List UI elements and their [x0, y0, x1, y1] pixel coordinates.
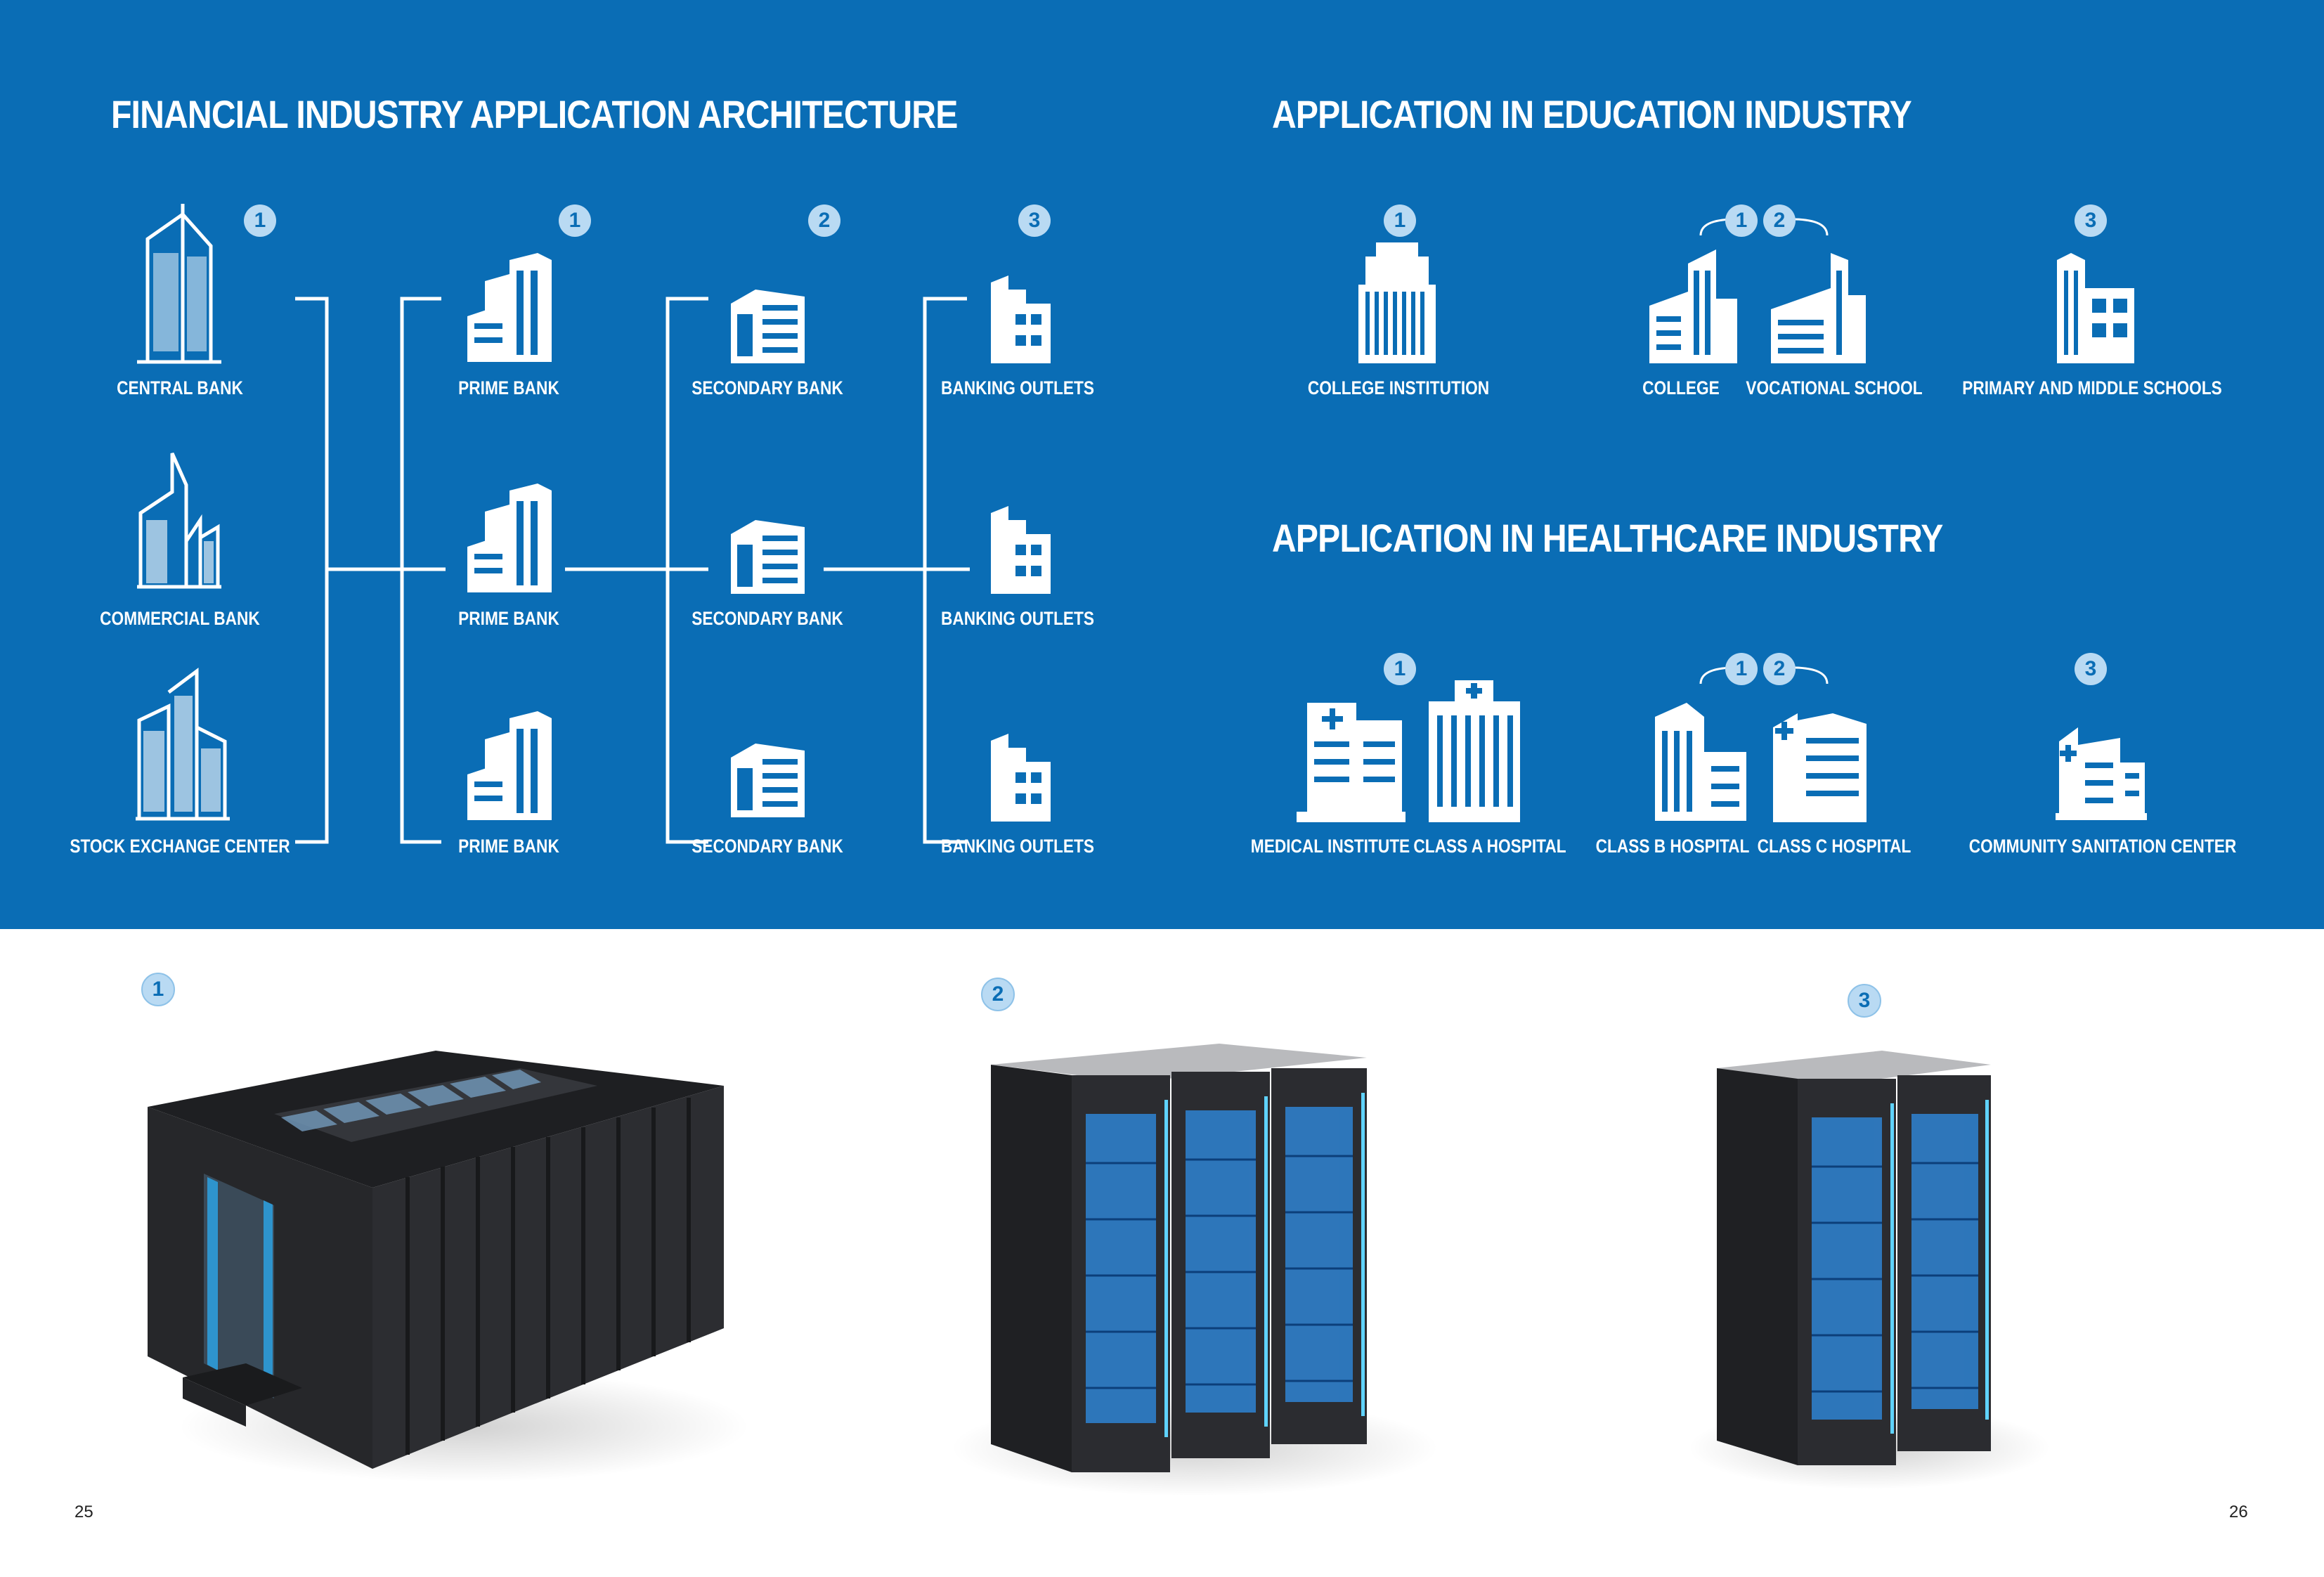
secondary-bank-icon — [731, 744, 805, 817]
commercial-bank-icon — [137, 452, 221, 589]
education-badge-schools: 3 — [2075, 205, 2107, 237]
label-commercial-bank: COMMERCIAL BANK — [100, 608, 260, 629]
blue-banner — [0, 0, 2324, 929]
label-secondary-bank: SECONDARY BANK — [692, 836, 843, 857]
three-cabinet-image — [991, 1044, 1367, 1472]
community-sanitation-icon — [2056, 727, 2147, 820]
label-banking-outlets: BANKING OUTLETS — [941, 608, 1094, 629]
primary-school-icon — [2057, 253, 2134, 363]
product-badge-2: 2 — [981, 978, 1015, 1011]
label-college-institution: COLLEGE INSTITUTION — [1307, 377, 1490, 398]
financial-badge-outlets: 3 — [1018, 205, 1051, 237]
healthcare-badge-class-b: 1 — [1725, 653, 1758, 685]
label-secondary-bank: SECONDARY BANK — [692, 608, 843, 629]
banking-outlet-icon — [991, 275, 1051, 363]
label-primary-middle-schools: PRIMARY AND MIDDLE SCHOOLS — [1962, 377, 2222, 398]
banking-outlet-icon — [991, 734, 1051, 822]
label-stock-exchange: STOCK EXCHANGE CENTER — [70, 836, 290, 857]
two-cabinet-image — [1717, 1051, 1991, 1465]
label-banking-outlets: BANKING OUTLETS — [941, 836, 1094, 857]
healthcare-badge-class-c: 2 — [1763, 653, 1796, 685]
financial-badge-secondary: 2 — [808, 205, 840, 237]
prime-bank-icon — [467, 484, 552, 592]
product-badge-3: 3 — [1848, 984, 1881, 1018]
financial-title: FINANCIAL INDUSTRY APPLICATION ARCHITECT… — [111, 92, 958, 136]
healthcare-badge-community: 3 — [2075, 653, 2107, 685]
label-college: COLLEGE — [1642, 377, 1720, 398]
prime-bank-icon — [467, 711, 552, 820]
secondary-bank-icon — [731, 290, 805, 363]
label-prime-bank: PRIME BANK — [458, 377, 559, 398]
stock-exchange-icon — [136, 668, 230, 821]
vocational-school-icon — [1771, 253, 1866, 363]
education-badge-vocational: 2 — [1763, 205, 1796, 237]
financial-badge-prime: 1 — [559, 205, 591, 237]
financial-connector-lines — [295, 297, 970, 844]
label-class-b-hospital: CLASS B HOSPITAL — [1595, 836, 1750, 857]
micro-data-center-image — [148, 1051, 724, 1469]
product-badge-1: 1 — [141, 973, 175, 1006]
label-vocational-school: VOCATIONAL SCHOOL — [1746, 377, 1923, 398]
class-b-hospital-icon — [1655, 703, 1746, 821]
label-prime-bank: PRIME BANK — [458, 836, 559, 857]
label-community-sanitation: COMMUNITY SANITATION CENTER — [1968, 836, 2237, 857]
label-medical-institute: MEDICAL INSTITUTE — [1250, 836, 1410, 857]
page-number-right: 26 — [2229, 1503, 2248, 1521]
central-bank-icon — [137, 204, 221, 364]
healthcare-badge-medical: 1 — [1384, 653, 1416, 685]
college-institution-icon — [1358, 242, 1436, 363]
label-secondary-bank: SECONDARY BANK — [692, 377, 843, 398]
medical-institute-icon — [1297, 703, 1406, 822]
education-badge-college-institution: 1 — [1384, 205, 1416, 237]
page-number-left: 25 — [74, 1503, 93, 1521]
label-class-c-hospital: CLASS C HOSPITAL — [1757, 836, 1911, 857]
class-c-hospital-icon — [1773, 713, 1867, 822]
secondary-bank-icon — [731, 520, 805, 594]
banking-outlet-icon — [991, 506, 1051, 594]
class-a-hospital-icon — [1429, 680, 1520, 822]
financial-badge-central: 1 — [244, 205, 276, 237]
label-central-bank: CENTRAL BANK — [117, 377, 243, 398]
education-badge-college: 1 — [1725, 205, 1758, 237]
prime-bank-icon — [467, 253, 552, 362]
healthcare-title: APPLICATION IN HEALTHCARE INDUSTRY — [1272, 516, 1943, 560]
college-icon — [1649, 249, 1737, 363]
label-banking-outlets: BANKING OUTLETS — [941, 377, 1094, 398]
label-class-a-hospital: CLASS A HOSPITAL — [1413, 836, 1566, 857]
label-prime-bank: PRIME BANK — [458, 608, 559, 629]
education-title: APPLICATION IN EDUCATION INDUSTRY — [1272, 92, 1912, 136]
